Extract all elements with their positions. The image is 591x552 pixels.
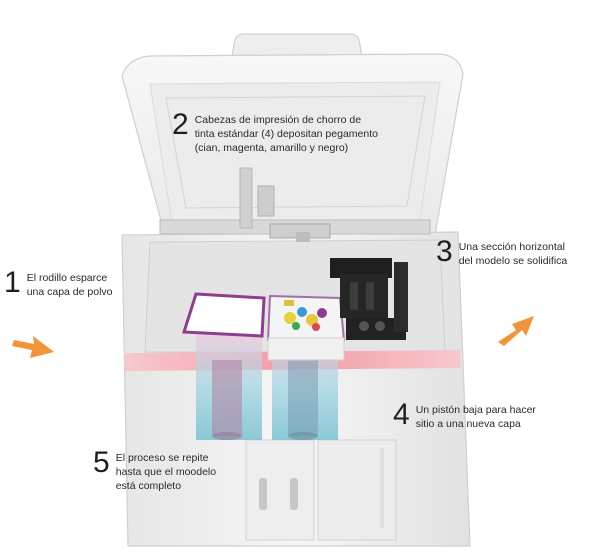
step-5-line-2: hasta que el moodelo	[115, 466, 217, 478]
step-1: 1 El rodillo esparce una capa de polvo	[4, 268, 113, 299]
printed-model	[284, 300, 327, 331]
step-5: 5 El proceso se repite hasta que el mood…	[93, 448, 216, 493]
step-3-number: 3	[436, 235, 453, 268]
cabinet-right	[317, 439, 397, 541]
arrow-right-icon	[12, 336, 54, 358]
step-3-line-1: Una sección horizontal	[458, 241, 565, 253]
step-2-line-1: Cabezas de impresión de chorro de	[194, 114, 362, 126]
step-2-line-2: tinta estándar (4) depositan pegamento	[194, 128, 378, 140]
step-2: 2 Cabezas de impresión de chorro de tint…	[172, 110, 378, 155]
step-1-number: 1	[4, 266, 21, 299]
arrow-up-right-icon	[498, 316, 534, 346]
step-4-text: Un pistón baja para hacer sitio a una nu…	[416, 403, 536, 431]
step-5-line-3: está completo	[115, 480, 182, 492]
step-5-number: 5	[93, 446, 110, 479]
step-5-line-1: El proceso se repite	[115, 452, 209, 464]
powder-bin-build	[266, 294, 346, 341]
lid-handle	[231, 33, 363, 57]
step-5-text: El proceso se repite hasta que el moodel…	[116, 451, 216, 493]
step-4-line-2: sitio a una nueva capa	[415, 418, 521, 430]
step-2-text: Cabezas de impresión de chorro de tinta …	[195, 113, 378, 155]
cabinet-left	[245, 439, 315, 541]
step-3: 3 Una sección horizontal del modelo se s…	[436, 237, 567, 268]
step-3-text: Una sección horizontal del modelo se sol…	[459, 240, 568, 268]
powder-bin-feed	[181, 292, 266, 338]
step-1-line-1: El rodillo esparce	[26, 272, 108, 284]
step-2-line-3: (cian, magenta, amarillo y negro)	[194, 142, 349, 154]
step-3-line-2: del modelo se solidifica	[458, 255, 568, 267]
step-4: 4 Un pistón baja para hacer sitio a una …	[393, 400, 536, 431]
step-4-line-1: Un pistón baja para hacer	[415, 404, 536, 416]
step-1-text: El rodillo esparce una capa de polvo	[27, 271, 113, 299]
step-1-line-2: una capa de polvo	[26, 286, 113, 298]
step-2-number: 2	[172, 108, 189, 141]
print-head-carriage	[330, 258, 408, 340]
step-4-number: 4	[393, 398, 410, 431]
